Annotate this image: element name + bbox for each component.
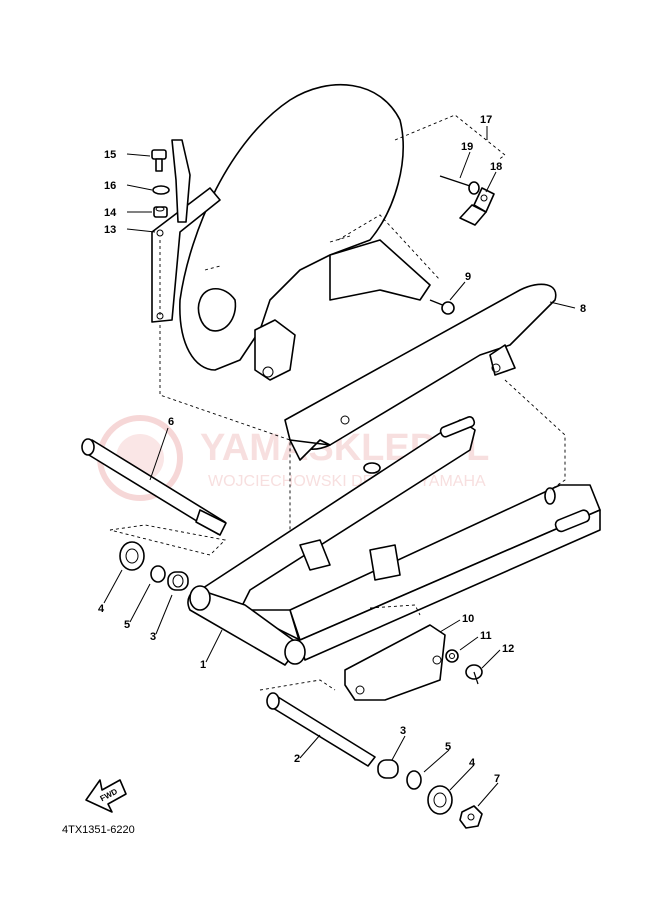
callout-4-right: 4 [469, 757, 476, 769]
shaft-2 [266, 692, 376, 767]
nut-7 [459, 805, 483, 829]
callout-3-right: 3 [400, 725, 406, 737]
callout-4-left: 4 [98, 603, 105, 615]
callout-16: 16 [104, 180, 116, 192]
callout-9: 9 [465, 271, 471, 283]
callout-18: 18 [490, 161, 502, 173]
callout-10: 10 [462, 613, 474, 625]
washer-11 [445, 649, 459, 663]
callout-13: 13 [104, 224, 116, 236]
bolt-12 [465, 664, 483, 685]
bolt-15 [151, 149, 167, 172]
nut-14 [153, 206, 168, 218]
callout-17: 17 [480, 114, 492, 126]
spacer-3-right [377, 759, 399, 779]
callout-15: 15 [104, 149, 116, 161]
spacer-3-left [167, 571, 189, 591]
fwd-arrow: FWD [85, 779, 127, 813]
collar-5-left [150, 565, 166, 583]
callout-2: 2 [294, 753, 300, 765]
rivet-19 [439, 175, 480, 195]
bushing-4-left [119, 541, 145, 571]
leader-lines [103, 126, 576, 807]
rear-fender [179, 83, 431, 381]
fender-bracket [151, 139, 221, 323]
callout-8: 8 [580, 303, 586, 315]
pivot-shaft-6 [81, 438, 227, 536]
callout-19: 19 [461, 141, 473, 153]
bolt-9 [429, 299, 455, 315]
callout-1: 1 [200, 659, 206, 671]
callout-5-right: 5 [445, 741, 451, 753]
clip-18 [459, 187, 495, 226]
callout-6: 6 [168, 416, 174, 428]
swingarm [187, 416, 601, 666]
watermark-subtext: WOJCIECHOWSKI DEALER YAMAHA [208, 473, 486, 490]
collar-5-right [406, 770, 422, 790]
chain-guard [284, 283, 557, 461]
callout-14: 14 [104, 207, 117, 219]
callout-5-left: 5 [124, 619, 130, 631]
callout-11: 11 [480, 630, 492, 642]
callout-12: 12 [502, 643, 514, 655]
diagram-code: 4TX1351-6220 [62, 824, 135, 836]
assembly-lines [109, 114, 566, 691]
callout-3-left: 3 [150, 631, 156, 643]
washer-16 [152, 185, 170, 195]
callout-labels: 15 16 14 13 17 19 18 9 8 6 4 5 3 1 10 11… [98, 114, 586, 785]
callout-7: 7 [494, 773, 500, 785]
chain-slider [344, 624, 446, 701]
bushing-4-right [427, 785, 453, 815]
